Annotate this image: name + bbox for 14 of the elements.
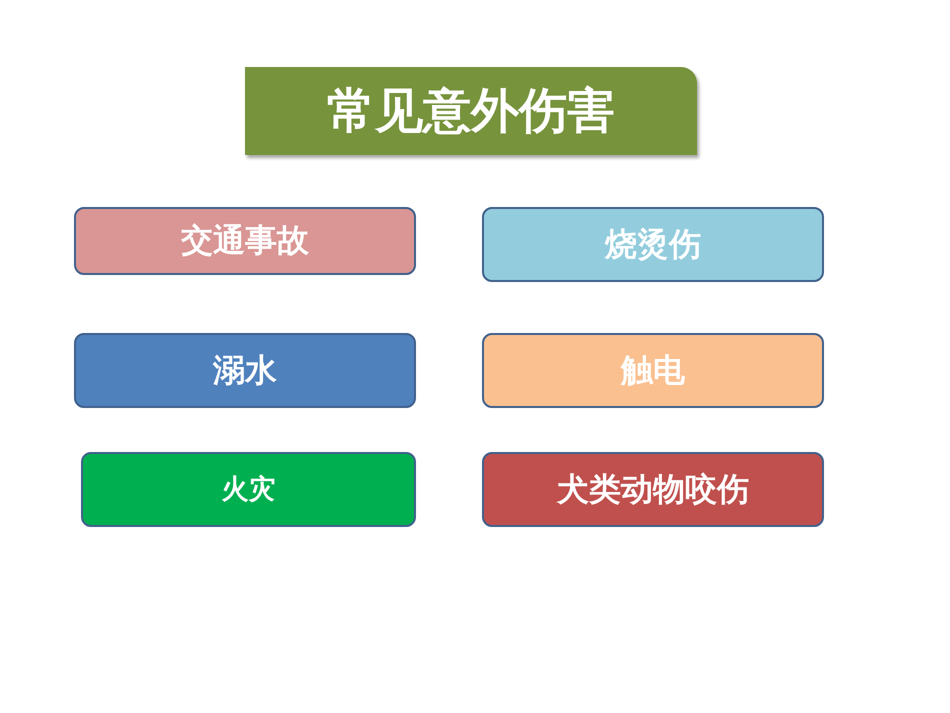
category-box xyxy=(74,333,416,408)
title-banner xyxy=(245,67,697,155)
category-box xyxy=(482,207,824,282)
category-box xyxy=(482,452,824,527)
category-label: 烧烫伤 xyxy=(605,226,701,262)
category-box xyxy=(74,207,416,275)
category-label: 交通事故 xyxy=(181,223,309,259)
title-text: 常见意外伤害 xyxy=(327,84,615,138)
category-box xyxy=(482,333,824,408)
category-box xyxy=(81,452,416,527)
category-label: 触电 xyxy=(621,352,685,388)
category-label: 犬类动物咬伤 xyxy=(557,472,749,508)
category-label: 火灾 xyxy=(222,474,276,504)
category-label: 溺水 xyxy=(213,352,277,388)
